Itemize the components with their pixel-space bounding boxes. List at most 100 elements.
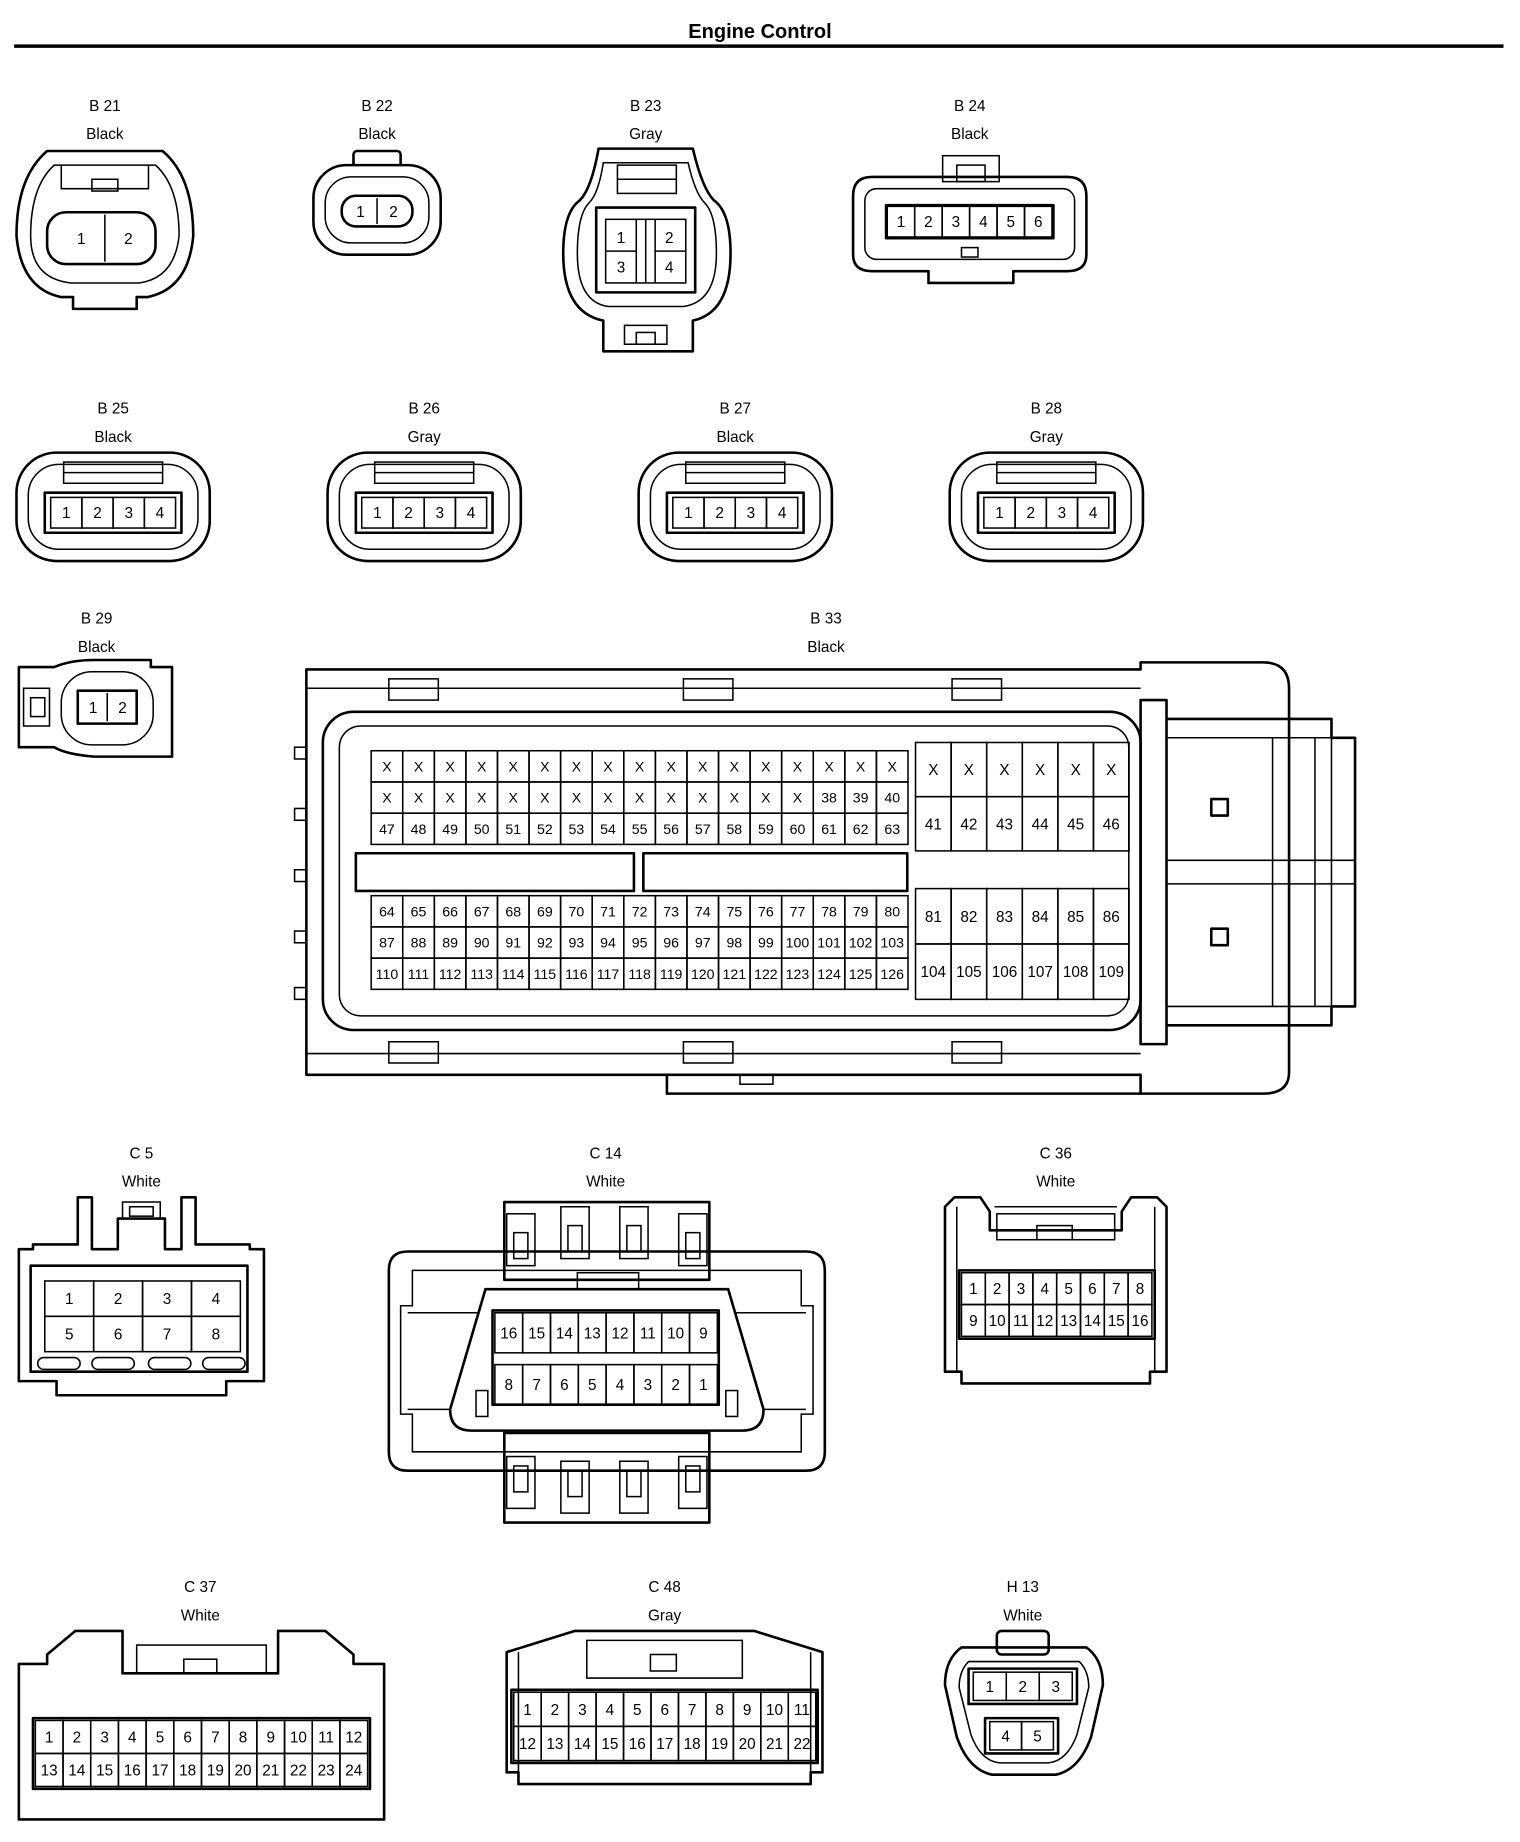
b33-pin: 110 — [376, 966, 399, 982]
b33-pin: X — [445, 790, 455, 806]
b33-pin: 55 — [632, 821, 648, 837]
b33-pin: 72 — [632, 903, 648, 919]
c37-pin: 15 — [96, 1762, 113, 1779]
b27-housing — [637, 451, 834, 563]
b33-pin: 87 — [379, 935, 395, 951]
connector-b23-bottom-tab — [623, 324, 668, 345]
connector-c37-color: White — [181, 1607, 220, 1624]
b33-pin: 100 — [786, 935, 810, 951]
connector-b29-id: B 29 — [81, 610, 112, 627]
c5-pin: 2 — [114, 1291, 123, 1308]
c36-pin: 2 — [993, 1281, 1002, 1298]
b28-pin: 1 — [995, 505, 1004, 522]
b33-pin: 126 — [880, 966, 904, 982]
connector-h13-tab — [995, 1629, 1050, 1656]
connector-b23-id: B 23 — [630, 98, 661, 115]
b33-pin: 79 — [853, 903, 869, 919]
b33-pin: 76 — [758, 903, 774, 919]
c14-pin: 14 — [556, 1325, 574, 1342]
connector-b21-color: Black — [86, 126, 124, 143]
c5-cell — [190, 1315, 242, 1353]
connector-h13-housing — [943, 1646, 1105, 1776]
c48-pin: 7 — [688, 1702, 697, 1719]
b33-pin: 57 — [695, 821, 711, 837]
b24-pin: 2 — [924, 214, 933, 231]
connector-b22-inner — [324, 176, 430, 244]
c14-pin: 15 — [528, 1325, 545, 1342]
c37-pin: 5 — [156, 1729, 165, 1746]
c37-pin: 3 — [100, 1729, 109, 1746]
b33-lug-top — [682, 678, 734, 701]
connector-b29-color: Black — [78, 639, 116, 656]
connector-c5-cavity — [29, 1264, 249, 1373]
connector-b33-lever — [1166, 717, 1357, 1027]
c5-slot — [147, 1356, 192, 1371]
b27-cavity — [665, 491, 805, 535]
c48-pin: 10 — [766, 1702, 783, 1719]
c37-cell — [339, 1752, 369, 1788]
connector-b33-id: B 33 — [810, 610, 841, 627]
connector-b33-body — [305, 661, 1291, 1095]
c36-pin: 5 — [1064, 1281, 1073, 1298]
c48-pin: 19 — [711, 1736, 728, 1753]
connector-b24-color: Black — [951, 126, 989, 143]
b33-pin: 102 — [849, 935, 873, 951]
c36-pin: 6 — [1088, 1281, 1097, 1298]
c37-pin: 20 — [235, 1762, 252, 1779]
b33-pin: 41 — [925, 816, 942, 833]
b26-housing — [326, 451, 523, 563]
c14-lock-top-inner — [626, 1224, 642, 1253]
b33-cell — [1092, 943, 1130, 1001]
c37-pin: 1 — [45, 1729, 54, 1746]
c48-pin: 8 — [715, 1702, 724, 1719]
connector-c48-id: C 48 — [648, 1579, 680, 1596]
b33-pin: 56 — [663, 821, 679, 837]
b26-cell — [454, 496, 488, 529]
c37-pin: 23 — [318, 1762, 335, 1779]
b33-lug-bottom — [682, 1041, 734, 1064]
h13-pin: 1 — [986, 1679, 995, 1696]
b33-pin: 68 — [505, 903, 521, 919]
b33-pin: 104 — [921, 964, 947, 981]
connector-c14-face-key-left — [475, 1389, 489, 1418]
pin-b23-2: 2 — [665, 230, 674, 247]
b33-pin: 115 — [534, 966, 557, 982]
c37-pin: 19 — [207, 1762, 224, 1779]
b33-pin: 88 — [411, 935, 427, 951]
connector-b21-inner — [29, 164, 180, 284]
connector-b23-bottom-tab-inner — [635, 331, 656, 345]
connector-b22: B 22 Black 1 2 — [312, 98, 442, 256]
h13-pin: 4 — [1001, 1728, 1010, 1745]
c14-pin: 4 — [616, 1377, 625, 1394]
b33-pin: 60 — [790, 821, 806, 837]
pin-b23-3: 3 — [617, 259, 626, 276]
b33-pin: X — [964, 762, 974, 779]
b33-pin: 82 — [960, 909, 977, 926]
b33-pin: 42 — [960, 816, 977, 833]
b26-pin: 1 — [373, 505, 382, 522]
connector-b33-key-right — [642, 851, 909, 893]
c48-pin: 1 — [523, 1702, 532, 1719]
b33-cell — [875, 957, 909, 991]
b33-pin: X — [572, 790, 582, 806]
b33-pin: X — [730, 758, 740, 774]
connector-h13-id: H 13 — [1007, 1579, 1039, 1596]
b33-pin: 64 — [379, 903, 395, 919]
b33-pin: 92 — [537, 935, 553, 951]
h13-cell — [1038, 1671, 1074, 1702]
connector-c48-latch — [586, 1639, 744, 1679]
b33-pin: 69 — [537, 903, 553, 919]
b33-pin: 59 — [758, 821, 774, 837]
c14-cell — [688, 1312, 719, 1354]
b33-pin: 49 — [442, 821, 458, 837]
b33-pin: X — [635, 758, 645, 774]
b33-pin: X — [414, 790, 424, 806]
b26-pin: 4 — [467, 505, 476, 522]
c14-lock-bottom-inner — [685, 1465, 701, 1493]
c48-pin: 18 — [684, 1736, 701, 1753]
b33-pin: X — [698, 790, 708, 806]
